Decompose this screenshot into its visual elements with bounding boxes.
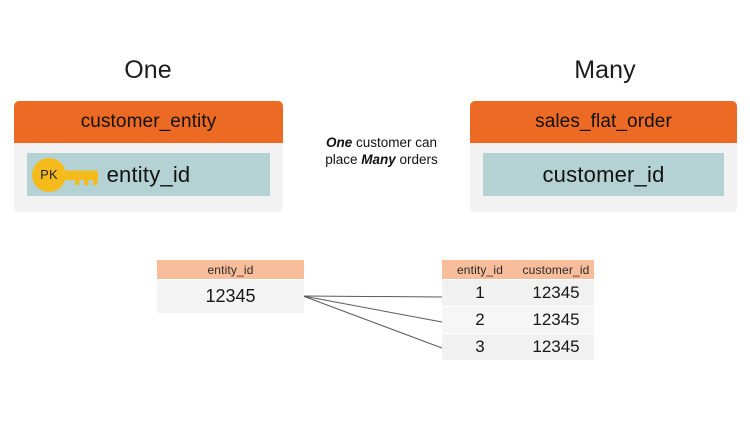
table-cell: 12345 <box>518 333 594 361</box>
entity-title-sales-flat-order: sales_flat_order <box>470 101 737 143</box>
relationship-note-text-end: orders <box>395 152 438 167</box>
table-cell: 12345 <box>157 279 304 314</box>
table-cell: 12345 <box>518 279 594 307</box>
table-row: 1 12345 <box>442 279 594 307</box>
entity-card-customer-entity: customer_entity PK entity_id <box>14 101 283 212</box>
table-row: 12345 <box>157 279 304 314</box>
primary-key-badge-label: PK <box>40 167 58 182</box>
table-row: 2 12345 <box>442 306 594 334</box>
entity-field-label-entity-id: entity_id <box>106 161 191 187</box>
table-cell: 3 <box>442 333 518 361</box>
table-body: 1 12345 2 12345 3 12345 <box>442 279 594 361</box>
entity-title-customer-entity: customer_entity <box>14 101 283 143</box>
join-line-3 <box>302 295 443 349</box>
table-header-row: entity_id <box>157 260 304 280</box>
data-table-parent: entity_id 12345 <box>157 260 304 314</box>
column-header-entity-id: entity_id <box>157 260 304 280</box>
entity-card-sales-flat-order: sales_flat_order customer_id <box>470 101 737 212</box>
cardinality-label-many: Many <box>574 56 636 84</box>
table-row: 3 12345 <box>442 333 594 361</box>
cardinality-label-one: One <box>124 56 172 84</box>
entity-field-customer-id: customer_id <box>483 153 724 196</box>
entity-field-label-customer-id: customer_id <box>542 161 665 187</box>
column-header-entity-id: entity_id <box>442 260 518 280</box>
column-header-customer-id: customer_id <box>518 260 594 280</box>
join-line-1 <box>302 295 443 298</box>
key-icon: PK <box>32 157 102 192</box>
join-line-2 <box>302 295 443 323</box>
relationship-note-text-middle: customer can place <box>325 135 438 167</box>
relationship-note-emphasis-one: One <box>325 135 353 150</box>
relationship-note: One customer can place Many orders <box>314 134 449 168</box>
entity-field-entity-id: PK entity_id <box>27 153 270 196</box>
table-cell: 1 <box>442 279 518 307</box>
data-table-child: entity_id customer_id 1 12345 2 12345 3 … <box>442 260 594 361</box>
relationship-note-emphasis-many: Many <box>361 152 396 167</box>
table-header-row: entity_id customer_id <box>442 260 594 280</box>
table-cell: 2 <box>442 306 518 334</box>
table-body: 12345 <box>157 279 304 314</box>
table-cell: 12345 <box>518 306 594 334</box>
